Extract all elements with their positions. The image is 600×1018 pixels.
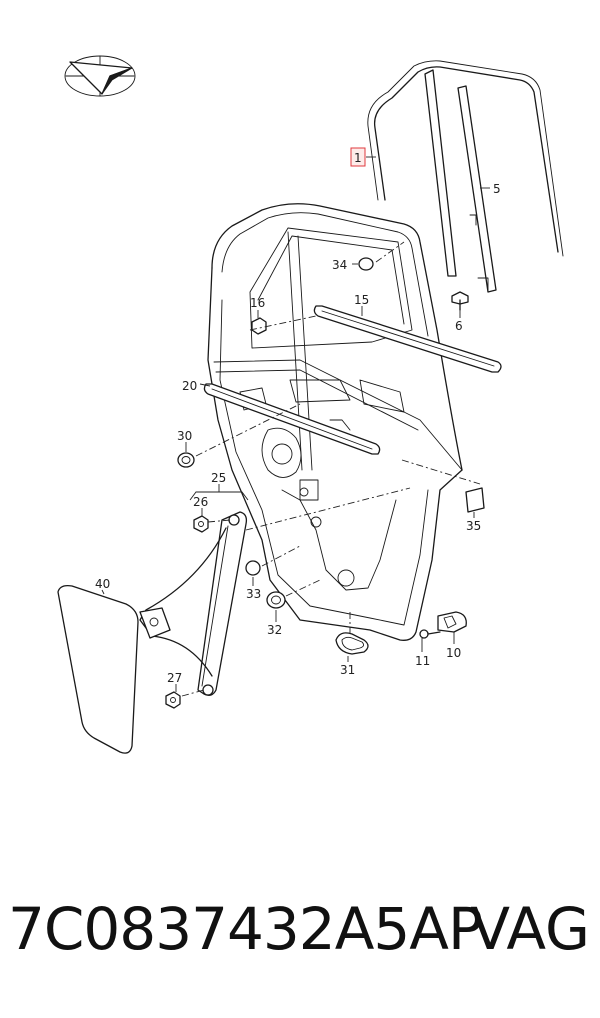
part-25-window-regulator [139,511,248,696]
callout-25[interactable]: 25 [211,471,226,485]
door-shell [207,203,463,641]
part-27-nut [165,691,181,709]
part-26-nut [193,515,209,533]
part-35-label [465,487,485,513]
callout-6[interactable]: 6 [455,319,463,333]
callout-11[interactable]: 11 [415,654,430,668]
part-16-clip [251,317,267,335]
callout-34[interactable]: 34 [332,258,347,272]
assembly-lines [181,241,481,697]
callout-35[interactable]: 35 [466,519,481,533]
callout-27[interactable]: 27 [167,671,182,685]
callout-26[interactable]: 26 [193,495,208,509]
part-number: 7C0837432A5AP [8,895,483,963]
part-31-seal [335,632,369,655]
brand-label: VAG [470,895,590,963]
callout-1[interactable]: 1 [354,151,362,165]
callout-1-highlight [350,147,366,167]
callout-15[interactable]: 15 [354,293,369,307]
callout-32[interactable]: 32 [267,623,282,637]
callout-5[interactable]: 5 [493,182,501,196]
part-15-outer-weatherstrip [313,305,502,373]
part-40-window-glass [57,584,139,754]
part-34-plug [358,257,374,271]
callout-40[interactable]: 40 [95,577,110,591]
part-5-window-guide [424,69,497,293]
part-30-grommet [177,452,195,468]
part-20-inner-weatherstrip [203,383,381,455]
part-6-screw [451,291,469,311]
callout-10[interactable]: 10 [446,646,461,660]
part-33-plug [245,560,261,576]
callout-30[interactable]: 30 [177,429,192,443]
direction-arrow-icon [64,55,136,97]
callout-31[interactable]: 31 [340,663,355,677]
part-32-grommet [266,591,286,609]
callout-16[interactable]: 16 [250,296,265,310]
footer: 7C0837432A5AP VAG [0,895,600,985]
leader-lines [101,156,490,692]
part-1-run-channel [367,60,564,257]
part-10-bracket [437,611,467,633]
part-11-screw [419,629,441,639]
callouts: 1 5 6 10 11 15 16 20 25 26 27 30 31 32 3… [95,147,501,685]
callout-20[interactable]: 20 [182,379,197,393]
callout-33[interactable]: 33 [246,587,261,601]
